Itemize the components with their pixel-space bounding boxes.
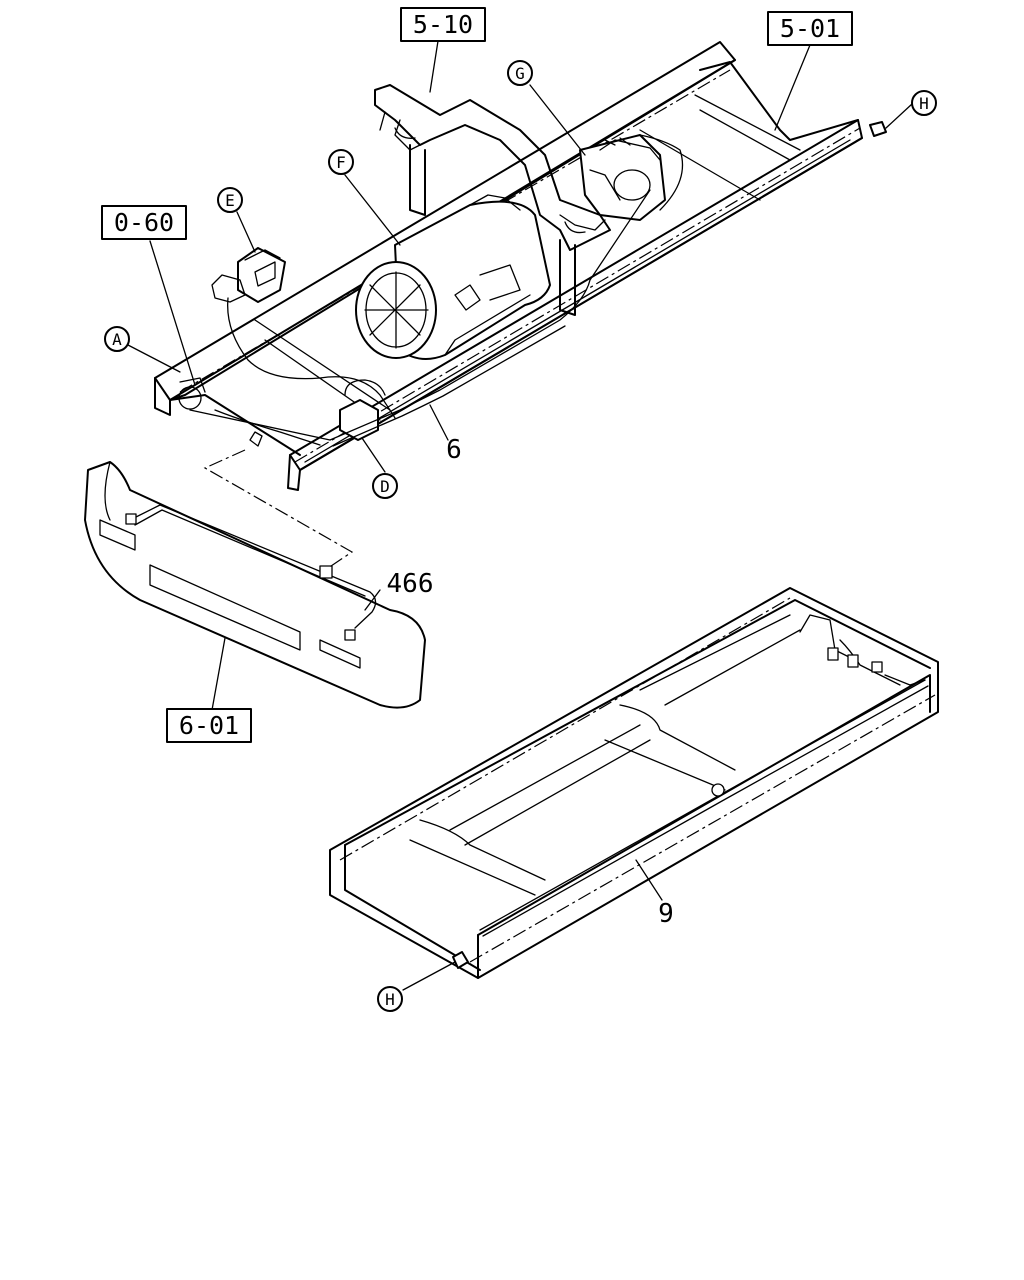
callout-g: G <box>507 60 533 86</box>
module-e <box>211 247 396 419</box>
part-number-9: 9 <box>658 899 674 929</box>
part-number-466: 466 <box>387 569 434 599</box>
callout-h-upper-label: H <box>919 94 929 113</box>
cab-mount-bracket <box>374 84 611 316</box>
ref-box-6-01[interactable]: 6-01 <box>166 708 252 743</box>
callout-h-lower: H <box>377 986 403 1012</box>
ref-0-60-label: 0-60 <box>114 208 174 237</box>
callout-e-label: E <box>225 191 235 210</box>
connector-h-lower <box>452 951 469 969</box>
fan-radiator-unit <box>355 194 551 360</box>
ref-box-5-01[interactable]: 5-01 <box>767 11 853 46</box>
leader-lines <box>127 40 913 991</box>
callout-d: D <box>372 473 398 499</box>
callout-h-upper: H <box>911 90 937 116</box>
connector-d <box>339 379 386 441</box>
ref-5-10-label: 5-10 <box>413 10 473 39</box>
callout-e: E <box>217 187 243 213</box>
ref-box-0-60[interactable]: 0-60 <box>101 205 187 240</box>
harness-6 <box>249 189 651 447</box>
callout-f: F <box>328 149 354 175</box>
callout-a-label: A <box>112 330 122 349</box>
front-bumper <box>84 449 426 709</box>
connector-h-upper <box>869 121 887 137</box>
ref-6-01-label: 6-01 <box>179 711 239 740</box>
ref-5-01-label: 5-01 <box>780 14 840 43</box>
lower-chassis-frame <box>329 587 939 979</box>
part-number-6: 6 <box>446 435 462 465</box>
callout-h-lower-label: H <box>385 990 395 1009</box>
ref-box-5-10[interactable]: 5-10 <box>400 7 486 42</box>
callout-d-label: D <box>380 477 390 496</box>
callout-f-label: F <box>336 153 346 172</box>
callout-a: A <box>104 326 130 352</box>
compressor-unit <box>579 134 684 221</box>
callout-g-label: G <box>515 64 525 83</box>
